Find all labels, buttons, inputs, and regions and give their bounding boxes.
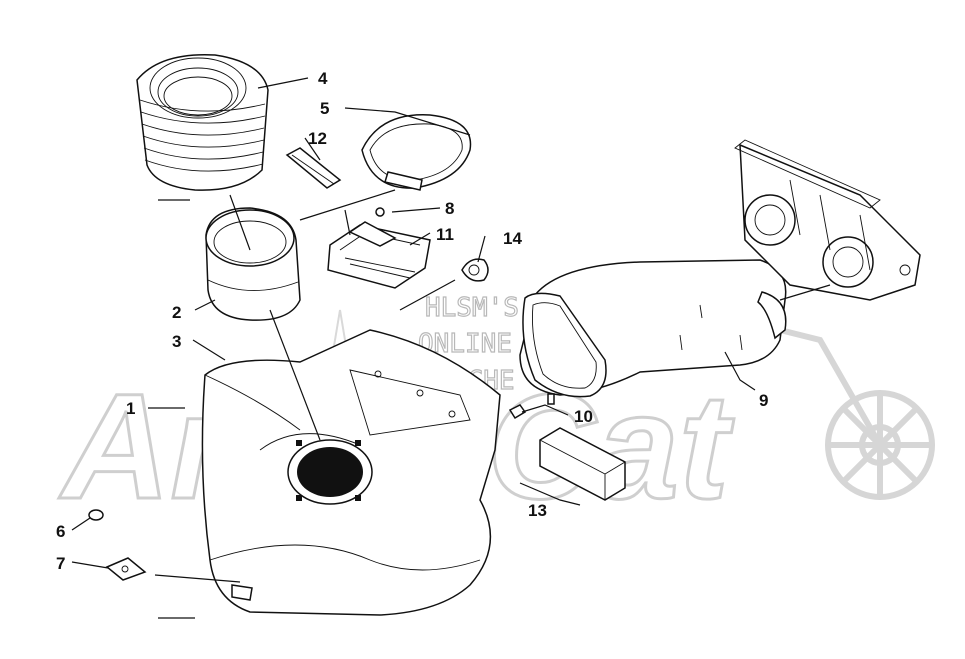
- part-filter: [327, 221, 431, 289]
- part-clamp-ring: [361, 114, 472, 191]
- callout-1: 1: [126, 399, 135, 418]
- callout-3: 3: [172, 332, 181, 351]
- callout-2: 2: [172, 303, 181, 322]
- part-bracket: [105, 557, 147, 581]
- leader-lines: [71, 77, 831, 619]
- callout-6: 6: [56, 522, 65, 541]
- callout-13: 13: [528, 501, 547, 520]
- callout-4: 4: [318, 69, 328, 88]
- part-carburetor-assembly: [734, 139, 921, 301]
- callout-12: 12: [308, 129, 327, 148]
- part-intake-ring: [205, 207, 301, 321]
- callout-9: 9: [759, 391, 768, 410]
- callout-11: 11: [436, 225, 454, 244]
- callout-labels: 4 5 12 8 11 14 2 3 1 9 10 13 6 7: [56, 69, 768, 573]
- part-air-box: [201, 329, 501, 616]
- callout-14: 14: [503, 229, 522, 248]
- watermark-motorcycle-icon: [779, 327, 935, 500]
- part-grommet: [88, 509, 104, 521]
- watermark-line-1: HLSM'S: [425, 293, 519, 323]
- part-silencer-duct: [519, 259, 787, 398]
- part-foam-block: [539, 427, 626, 501]
- callout-7: 7: [56, 554, 65, 573]
- part-bellows-boot: [136, 53, 269, 191]
- callout-10: 10: [574, 407, 593, 426]
- part-screw: [375, 207, 385, 217]
- part-small-plate: [285, 147, 342, 189]
- part-clip: [461, 258, 489, 282]
- callout-8: 8: [445, 199, 454, 218]
- part-bolt: [508, 393, 555, 420]
- callout-5: 5: [320, 99, 329, 118]
